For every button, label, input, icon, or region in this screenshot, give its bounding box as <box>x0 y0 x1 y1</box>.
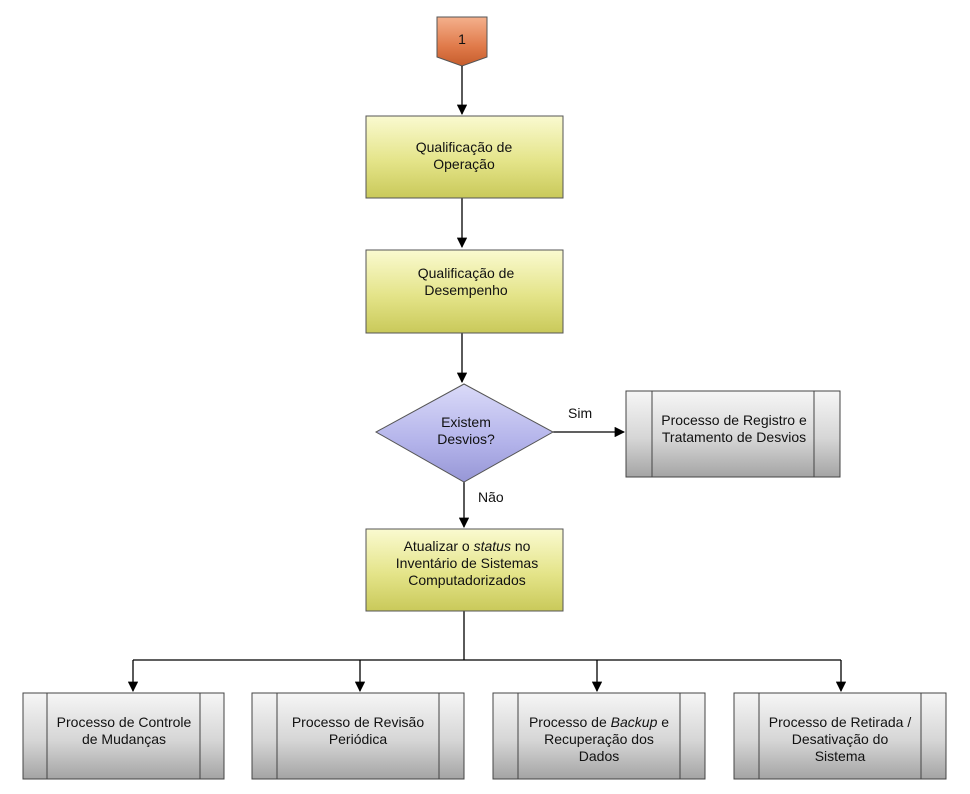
process-label-line: Inventário de Sistemas <box>396 555 538 571</box>
subprocess-label-line: Recuperação dos <box>544 731 654 747</box>
process-label-line: Atualizar o status no <box>404 538 531 554</box>
subprocess-label-line: de Mudanças <box>82 731 166 747</box>
offpage-connector: 1 <box>436 16 488 67</box>
process-qualificacao-operacao: Qualificação de Operação <box>365 115 564 199</box>
subprocess-label-line: Desativação do <box>792 731 889 747</box>
subprocess-label-line: Processo de Registro e <box>661 412 807 428</box>
process-atualizar-status: Atualizar o status no Inventário de Sist… <box>365 528 564 612</box>
subprocess-label-line: Processo de Backup e <box>529 714 669 730</box>
process-label-line: Computadorizados <box>408 572 526 588</box>
subprocess-label-line: Periódica <box>329 731 388 747</box>
subprocess-retirada-desativacao: Processo de Retirada / Desativação do Si… <box>733 692 947 780</box>
edge-label-yes: Sim <box>568 405 592 421</box>
subprocess-label-line: Tratamento de Desvios <box>662 429 806 445</box>
edge-label-no: Não <box>478 489 504 505</box>
process-label-line: Qualificação de <box>416 139 513 155</box>
subprocess-registro-desvios: Processo de Registro e Tratamento de Des… <box>625 390 841 478</box>
subprocess-controle-mudancas: Processo de Controle de Mudanças <box>22 692 225 780</box>
process-label-line: Qualificação de <box>418 265 515 281</box>
decision-existem-desvios: Existem Desvios? <box>374 383 555 483</box>
process-label-line: Desempenho <box>424 282 507 298</box>
subprocess-label-line: Processo de Retirada / <box>769 714 912 730</box>
subprocess-revisao-periodica: Processo de Revisão Periódica <box>251 692 465 780</box>
subprocess-label-line: Processo de Revisão <box>292 714 425 730</box>
edge-status-to-subprocesses <box>127 611 847 693</box>
subprocess-label-line: Sistema <box>815 748 866 764</box>
process-qualificacao-desempenho: Qualificação de Desempenho <box>365 249 564 334</box>
subprocess-backup-recuperacao: Processo de Backup e Recuperação dos Dad… <box>492 692 706 780</box>
subprocess-label-line: Dados <box>579 748 619 764</box>
process-label-line: Operação <box>433 156 495 172</box>
connector-label: 1 <box>458 31 466 47</box>
subprocess-label-line: Processo de Controle <box>57 714 192 730</box>
decision-label-line: Existem <box>441 414 491 430</box>
decision-label-line: Desvios? <box>437 431 495 447</box>
